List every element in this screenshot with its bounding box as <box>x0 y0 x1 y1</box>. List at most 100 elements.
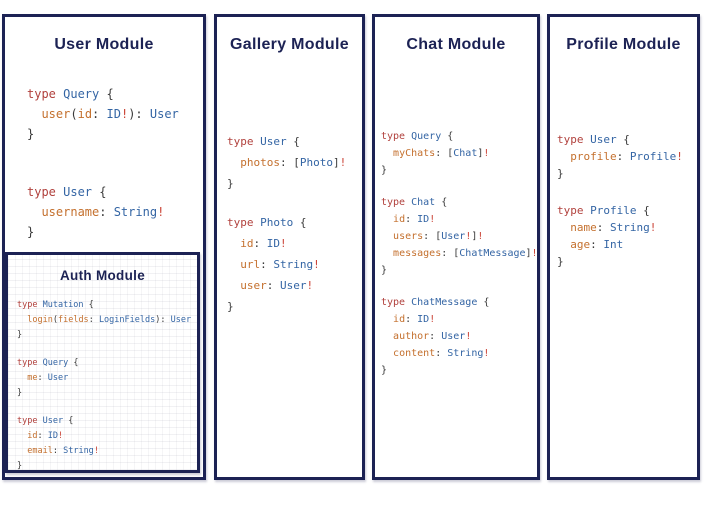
code-token-type: String <box>447 348 484 359</box>
code-token-type: Photo <box>299 156 333 169</box>
code-token-punct: } <box>557 167 564 180</box>
code-token-punct: ( <box>52 315 58 325</box>
code-token-field: url <box>240 258 261 271</box>
code-line: } <box>227 296 346 317</box>
code-line: } <box>27 222 179 242</box>
code-token-field: username <box>41 205 100 219</box>
code-chat-module: type Query { myChats: [Chat]!} type Chat … <box>381 128 538 394</box>
code-token-punct: ] <box>333 156 340 169</box>
code-line: type ChatMessage { <box>381 294 538 311</box>
code-token-punct <box>381 248 393 259</box>
code-token-bang: ! <box>93 446 99 456</box>
code-line: user(id: ID!): User <box>27 104 178 124</box>
code-token-type: Query <box>63 87 107 101</box>
code-token-punct: } <box>17 461 23 471</box>
code-token-bang: ! <box>58 431 64 441</box>
code-line: login(fields: LoginFields): User <box>17 313 191 328</box>
code-token-bang: ! <box>477 231 484 242</box>
code-token-field: fields <box>57 315 89 325</box>
code-token-punct <box>27 107 41 121</box>
code-token-keyword: type <box>381 131 412 142</box>
panel-title-chat-module: Chat Module <box>406 36 506 53</box>
code-token-keyword: type <box>227 216 261 229</box>
panel-chat-module: Chat Module type Query { myChats: [Chat]… <box>372 14 540 480</box>
code-block: type User { photos: [Photo]!} <box>227 131 346 194</box>
code-token-bang: ! <box>531 248 538 259</box>
code-token-punct <box>381 331 393 342</box>
code-token-punct: } <box>381 265 388 276</box>
code-token-field: user <box>41 107 71 121</box>
code-token-punct: : <box>405 214 418 225</box>
code-token-punct: : <box>37 373 48 383</box>
code-token-punct: { <box>73 358 79 368</box>
code-line: username: String! <box>27 202 179 222</box>
panel-title-profile-module: Profile Module <box>566 36 681 53</box>
code-token-type: ID <box>106 107 121 121</box>
code-token-punct: : <box>92 107 107 121</box>
code-token-punct <box>227 258 240 271</box>
code-token-punct: { <box>68 416 74 426</box>
code-block: type Photo { id: ID! url: String! user: … <box>227 212 346 317</box>
code-token-punct: ] <box>477 148 484 159</box>
code-token-bang: ! <box>120 107 129 121</box>
code-token-field: myChats <box>393 148 436 159</box>
code-token-field: me <box>27 373 38 383</box>
code-line: email: String! <box>17 444 191 459</box>
code-token-type: User <box>47 373 69 383</box>
code-token-punct <box>381 314 393 325</box>
code-token-keyword: type <box>17 416 43 426</box>
code-line: name: String! <box>557 219 683 236</box>
code-token-punct: } <box>17 388 23 398</box>
code-line: } <box>381 362 538 379</box>
code-line: messages: [ChatMessage]! <box>381 245 538 262</box>
code-token-punct: { <box>623 133 630 146</box>
code-line: profile: Profile! <box>557 148 683 165</box>
code-token-type: String <box>63 446 94 456</box>
code-line: type Query { <box>381 128 538 145</box>
code-token-punct <box>381 148 393 159</box>
code-token-punct: : <box>435 348 448 359</box>
code-block: type Mutation { login(fields: LoginField… <box>17 298 191 343</box>
code-token-bang: ! <box>649 221 657 234</box>
code-token-punct <box>17 373 27 383</box>
code-token-punct: { <box>99 185 107 199</box>
code-token-keyword: type <box>27 87 64 101</box>
code-token-field: content <box>393 348 436 359</box>
code-token-type: LoginFields <box>98 315 156 325</box>
code-token-type: Query <box>42 358 74 368</box>
code-token-type: User <box>441 331 466 342</box>
code-line: type Query { <box>27 84 179 104</box>
code-token-type: Query <box>411 131 448 142</box>
code-line: } <box>17 459 191 474</box>
code-line: me: User <box>17 371 191 386</box>
code-token-field: user <box>240 279 267 292</box>
code-block: type ChatMessage { id: ID! author: User!… <box>381 294 538 379</box>
code-block: type User { username: String!} <box>27 182 179 242</box>
code-block: type Query { myChats: [Chat]!} <box>381 128 538 179</box>
code-token-bang: ! <box>465 331 472 342</box>
code-token-bang: ! <box>483 148 490 159</box>
code-token-field: author <box>393 331 430 342</box>
code-token-keyword: type <box>27 185 64 199</box>
code-token-punct: ] <box>525 248 532 259</box>
code-token-punct: { <box>106 87 114 101</box>
code-token-bang: ! <box>157 205 165 219</box>
code-line: type Query { <box>17 356 191 371</box>
panel-profile-module: Profile Module type User { profile: Prof… <box>547 14 700 480</box>
code-token-punct: { <box>483 297 490 308</box>
code-line: type Chat { <box>381 194 538 211</box>
code-token-type: String <box>610 221 650 234</box>
code-token-punct <box>17 431 27 441</box>
code-token-type: String <box>113 205 158 219</box>
code-token-type: User <box>63 185 100 199</box>
code-token-field: profile <box>570 150 617 163</box>
code-token-punct: : <box>266 279 280 292</box>
code-token-keyword: type <box>381 297 412 308</box>
code-line: url: String! <box>227 254 346 275</box>
code-token-field: id <box>27 431 38 441</box>
code-token-punct <box>27 205 41 219</box>
code-token-field: id <box>77 107 93 121</box>
code-line: id: ID! <box>227 233 346 254</box>
code-token-keyword: type <box>17 300 43 310</box>
code-token-type: Int <box>603 238 624 251</box>
